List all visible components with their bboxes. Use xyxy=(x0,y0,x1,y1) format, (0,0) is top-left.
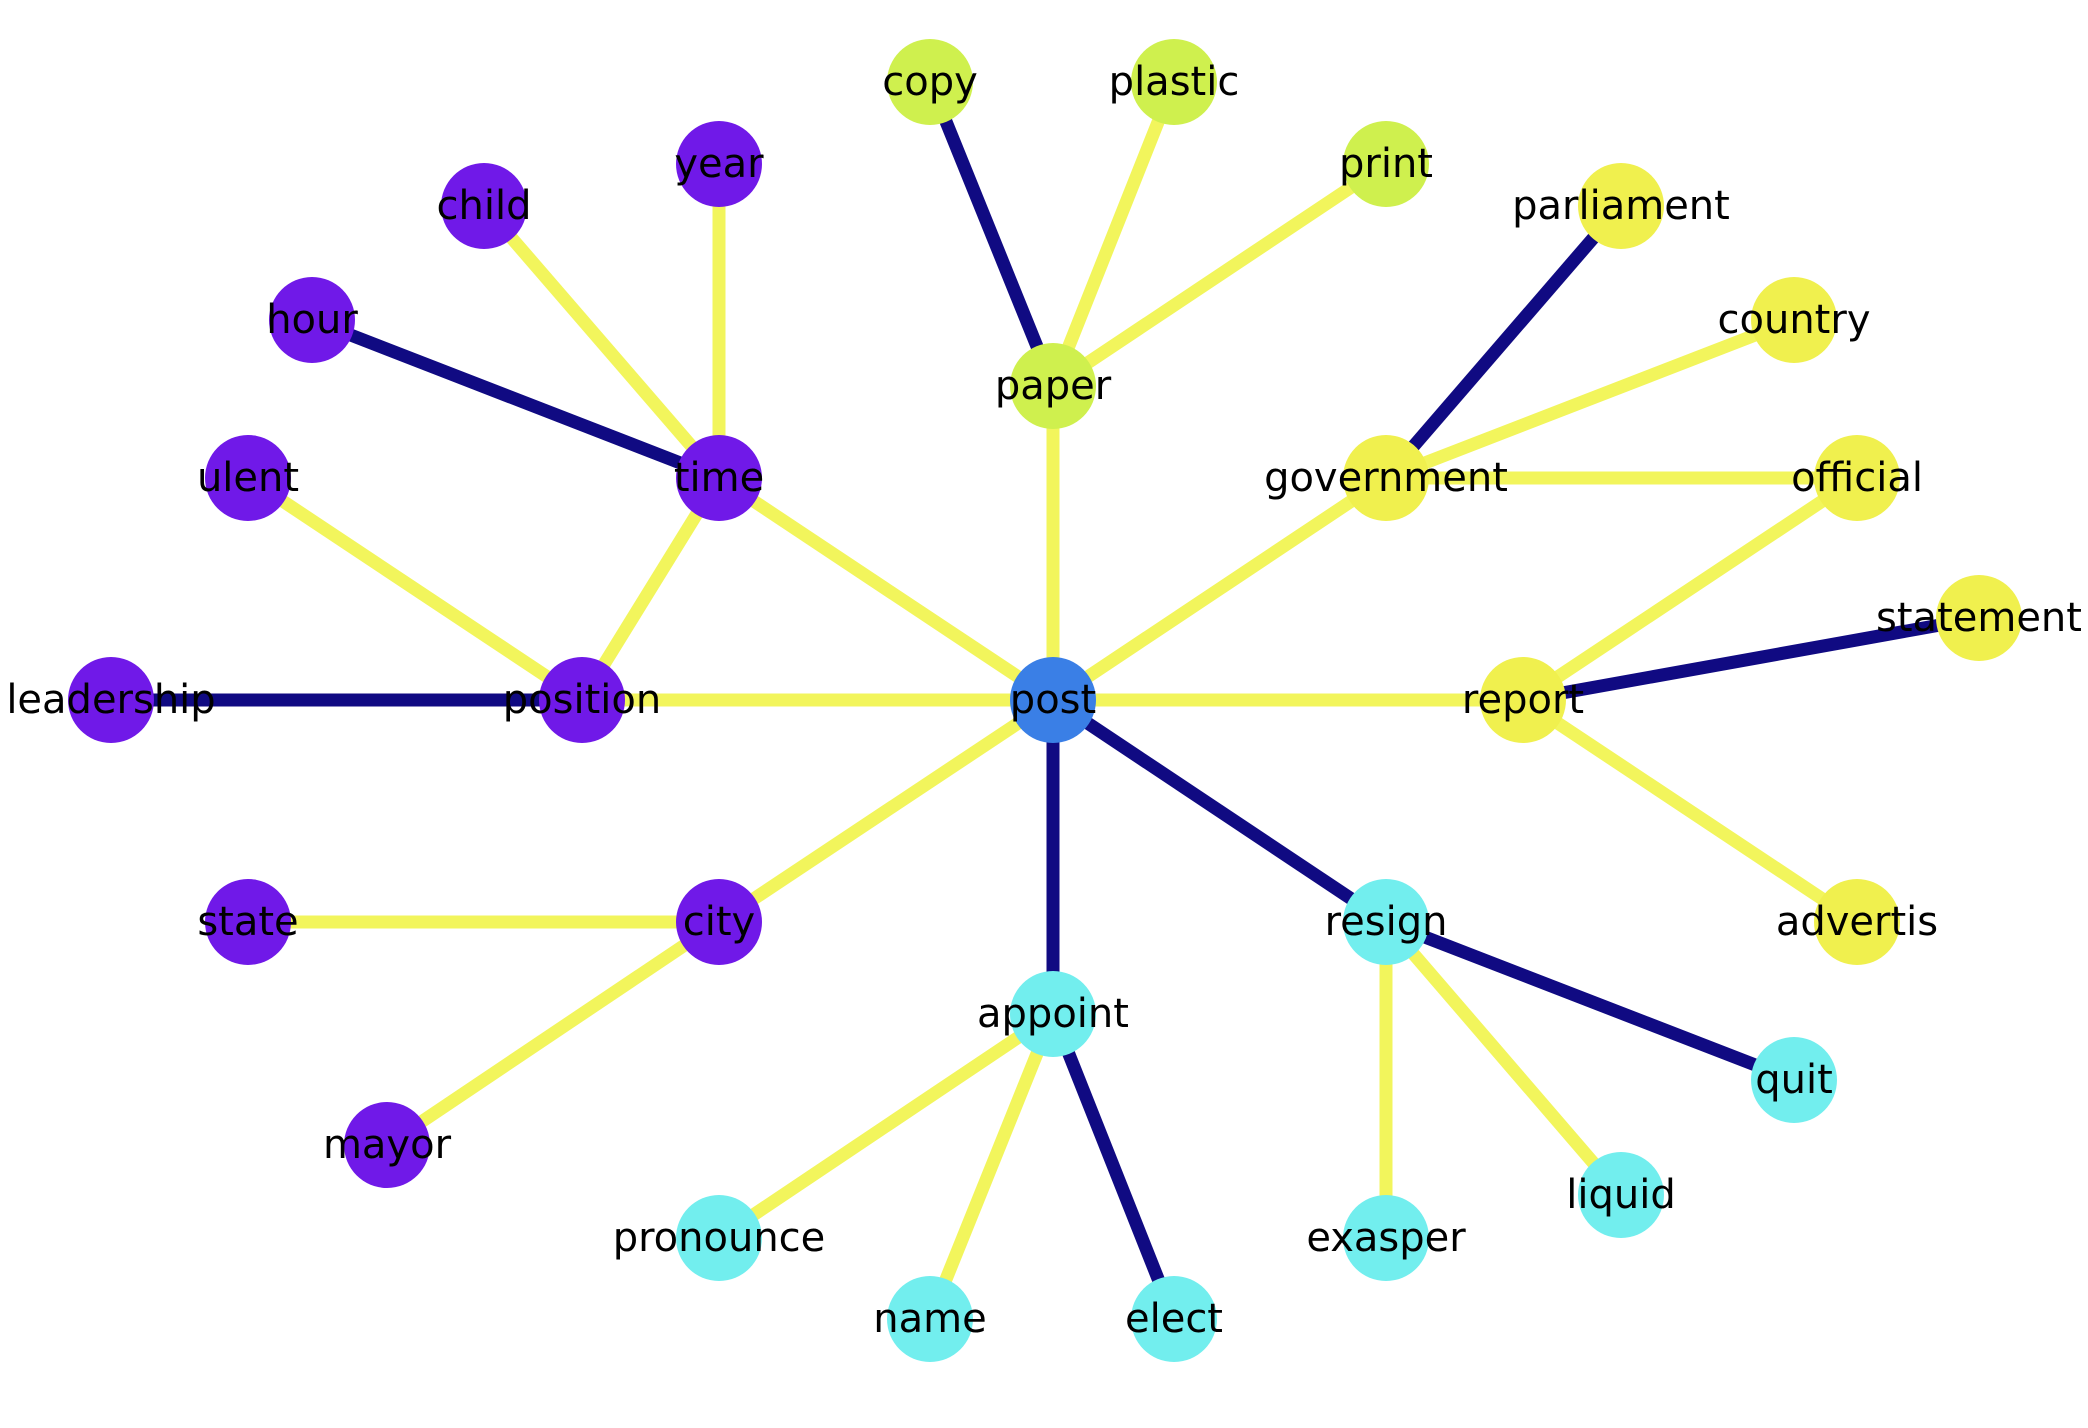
node-elect xyxy=(1131,1276,1217,1362)
node-label-exasper: exasper xyxy=(1306,1215,1466,1261)
node-time xyxy=(676,435,762,521)
nodes-layer xyxy=(68,39,2022,1362)
edge-resign-quit xyxy=(1383,915,1797,1087)
node-liquid xyxy=(1578,1152,1664,1238)
edge-government-country xyxy=(1383,313,1797,485)
edges-layer xyxy=(111,79,1981,1322)
node-country xyxy=(1751,277,1837,363)
node-city xyxy=(676,879,762,965)
node-label-name: name xyxy=(873,1296,986,1342)
node-label-elect: elect xyxy=(1125,1296,1223,1342)
node-ulent xyxy=(205,435,291,521)
node-print xyxy=(1343,121,1429,207)
edge-government-parliament xyxy=(1381,201,1626,483)
node-label-hour: hour xyxy=(266,297,358,343)
node-position xyxy=(539,657,625,743)
node-label-statement: statement xyxy=(1876,595,2082,641)
node-label-time: time xyxy=(674,455,764,501)
edge-time-position xyxy=(576,474,725,704)
labels-layer: post time year child hour ulent position leader… xyxy=(6,59,2082,1342)
node-label-plastic: plastic xyxy=(1109,59,1240,105)
node-label-liquid: liquid xyxy=(1566,1172,1675,1218)
node-label-state: state xyxy=(197,899,298,945)
edge-post-city xyxy=(715,694,1057,928)
node-label-paper: paper xyxy=(995,363,1112,409)
node-label-child: child xyxy=(437,183,532,229)
node-post xyxy=(1010,657,1096,743)
node-quit xyxy=(1751,1037,1837,1123)
node-label-city: city xyxy=(683,899,755,945)
node-name xyxy=(887,1276,973,1362)
node-label-government: government xyxy=(1264,455,1508,501)
node-label-official: official xyxy=(1791,455,1923,501)
node-hour xyxy=(269,277,355,363)
node-label-print: print xyxy=(1339,141,1433,187)
node-pronounce xyxy=(676,1195,762,1281)
edge-position-ulent xyxy=(244,472,586,706)
node-label-post: post xyxy=(1010,677,1096,723)
edge-appoint-pronounce xyxy=(715,1008,1057,1244)
edge-paper-plastic xyxy=(1046,79,1181,389)
edge-report-official xyxy=(1519,472,1861,706)
node-label-advertis: advertis xyxy=(1776,899,1938,945)
node-label-ulent: ulent xyxy=(197,455,299,501)
node-label-parliament: parliament xyxy=(1512,183,1730,229)
edge-appoint-name xyxy=(923,1011,1060,1322)
node-parliament xyxy=(1578,163,1664,249)
edge-post-government xyxy=(1049,472,1390,706)
node-official xyxy=(1814,435,1900,521)
edge-resign-liquid xyxy=(1381,917,1626,1200)
node-label-leadership: leadership xyxy=(6,677,215,723)
node-statement xyxy=(1936,575,2022,661)
node-paper xyxy=(1010,343,1096,429)
node-mayor xyxy=(344,1102,430,1188)
node-resign xyxy=(1343,879,1429,965)
node-label-mayor: mayor xyxy=(323,1122,452,1168)
edge-post-resign xyxy=(1049,694,1390,928)
node-report xyxy=(1480,657,1566,743)
edge-report-statement xyxy=(1521,611,1981,707)
edge-post-time xyxy=(715,472,1057,706)
node-government xyxy=(1343,435,1429,521)
node-label-report: report xyxy=(1462,677,1584,723)
node-label-resign: resign xyxy=(1325,899,1448,945)
node-label-appoint: appoint xyxy=(977,991,1129,1037)
node-child xyxy=(441,163,527,249)
edge-time-hour xyxy=(309,313,722,485)
edge-paper-print xyxy=(1049,158,1390,392)
node-state xyxy=(205,879,291,965)
edge-city-mayor xyxy=(383,916,723,1151)
node-leadership xyxy=(68,657,154,743)
node-label-quit: quit xyxy=(1755,1057,1833,1103)
node-label-country: country xyxy=(1718,297,1871,343)
node-exasper xyxy=(1343,1195,1429,1281)
node-plastic xyxy=(1131,39,1217,125)
node-copy xyxy=(887,39,973,125)
node-label-position: position xyxy=(503,677,661,723)
node-advertis xyxy=(1814,879,1900,965)
edge-paper-copy xyxy=(923,79,1060,389)
edge-time-child xyxy=(479,201,724,483)
node-label-year: year xyxy=(674,141,764,187)
node-appoint xyxy=(1010,971,1096,1057)
edge-report-advertis xyxy=(1519,694,1861,928)
edge-appoint-elect xyxy=(1046,1011,1181,1322)
node-label-pronounce: pronounce xyxy=(613,1215,826,1261)
node-label-copy: copy xyxy=(882,59,978,105)
node-year xyxy=(676,121,762,207)
